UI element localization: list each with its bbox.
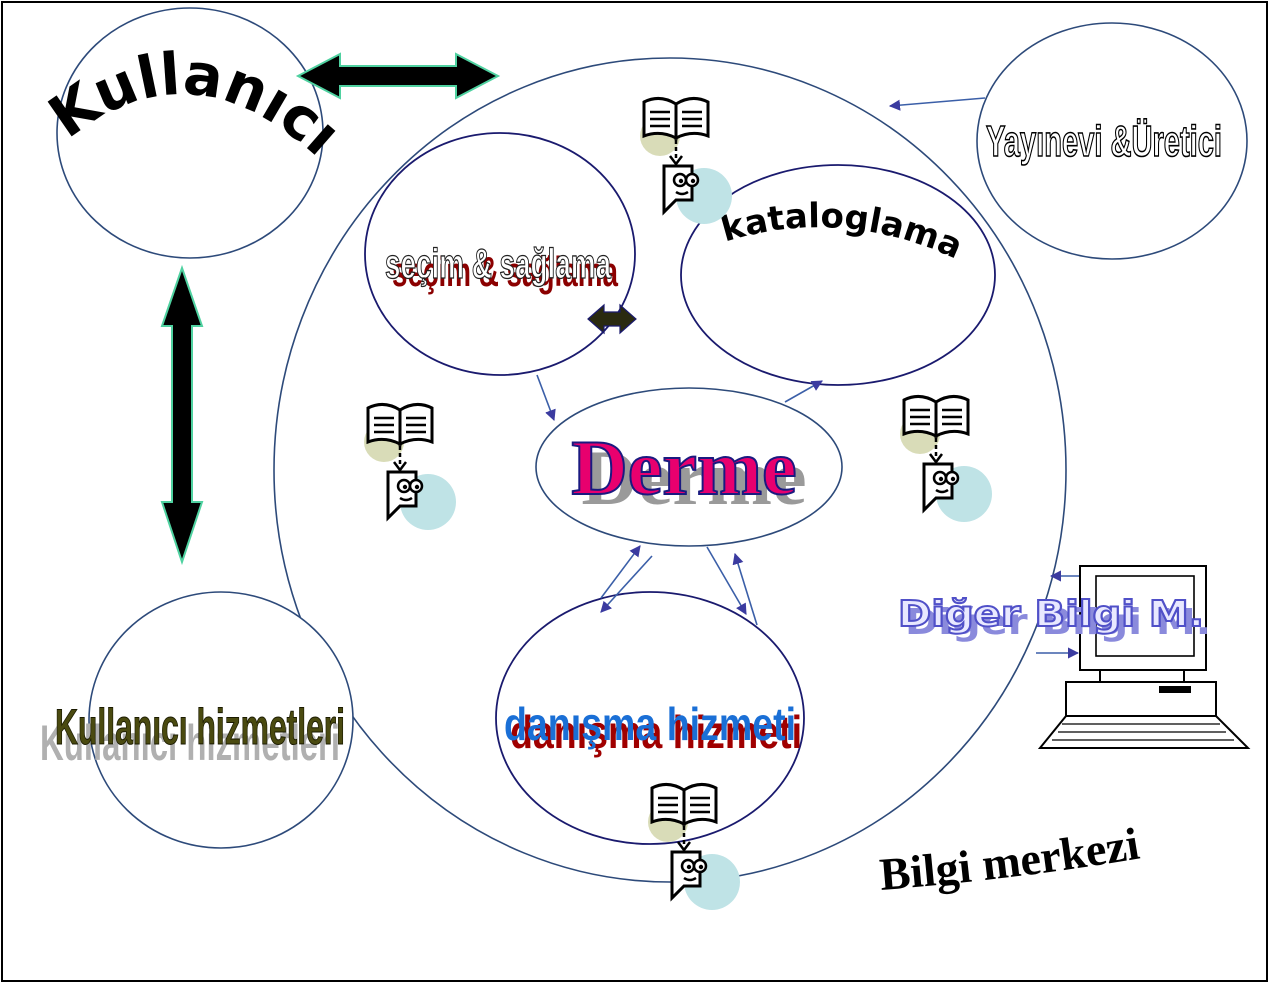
secim-to-derme-arrow [536, 374, 556, 422]
danisma-ellipse [495, 591, 805, 845]
kullanici-hizmetleri-label: Kullanıcı hizmetleri [55, 699, 345, 755]
danisma-to-derme-arrow-2 [732, 552, 758, 626]
secim-label: seçim & sağlama [385, 240, 611, 287]
derme-label: Derme [571, 424, 796, 511]
yayinevi-ellipse [976, 22, 1248, 260]
book-reader-icon [362, 402, 458, 532]
bilgi-merkezi-label: Bilgi merkezi [878, 818, 1143, 900]
kullanici-merkez-double-arrow [295, 52, 501, 100]
yayinevi-label: Yayınevi &Üretici [986, 117, 1222, 166]
secim-katalog-double-arrow [587, 303, 637, 335]
connector-arrows [536, 97, 1080, 659]
diger-label: Diğer Bilgi M. [898, 594, 1204, 635]
kullanici-ellipse [56, 7, 324, 259]
kullanici-hizmetleri-shadow: Kullanıcı hizmetleri [40, 715, 340, 771]
yayinevi-to-merkez-arrow [888, 97, 986, 111]
derme-to-danisma-arrow-1 [600, 555, 653, 613]
kullanici-hizmet-double-arrow [160, 264, 204, 566]
secim-label-shadow: seçim & sağlama [392, 248, 618, 295]
bilgi-merkezi-ellipse [273, 57, 1067, 883]
danisma-label: danışma hizmeti [504, 698, 796, 750]
derme-ellipse [535, 387, 843, 547]
danisma-to-derme-arrow-1 [600, 545, 641, 599]
book-reader-icon [638, 96, 734, 226]
book-reader-icon [898, 394, 994, 524]
kataloglama-ellipse [680, 164, 996, 386]
danisma-label-shadow: danışma hizmeti [510, 706, 802, 758]
secim-ellipse [364, 132, 636, 376]
derme-label-shadow: Derme [581, 434, 806, 521]
kullanici-hizmetleri-ellipse [88, 591, 354, 849]
diger-label-shadow: Diğer Bilgi M. [905, 602, 1211, 643]
derme-to-danisma-arrow-2 [706, 546, 747, 615]
computer-icon [1037, 565, 1251, 749]
derme-to-katalog-arrow [784, 380, 823, 403]
